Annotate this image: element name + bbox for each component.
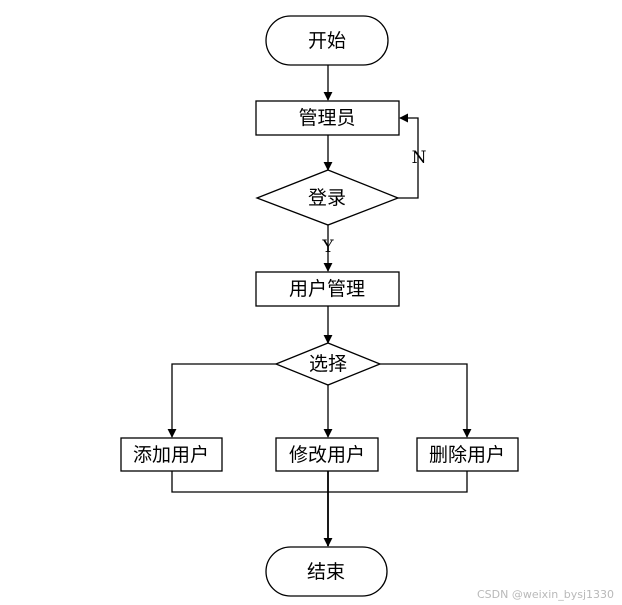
edge-delete-merge (328, 471, 468, 493)
edge-choose-to-add (167, 363, 276, 438)
edit-user-label: 修改用户 (289, 444, 365, 466)
edge-labels: N Y (321, 148, 426, 257)
no-edge-label: N (412, 148, 427, 168)
add-user-box (120, 437, 223, 472)
choose-label: 选择 (309, 353, 347, 375)
admin-box (255, 100, 400, 136)
edge-add-merge (171, 471, 328, 493)
login-label: 登录 (308, 187, 346, 209)
start-terminator (265, 15, 389, 66)
edit-user-box (275, 437, 379, 472)
delete-user-label: 删除用户 (429, 444, 505, 466)
admin-label: 管理员 (298, 107, 355, 129)
start-label: 开始 (308, 30, 346, 52)
user-mgmt-label: 用户管理 (289, 278, 365, 300)
yes-edge-label: Y (321, 237, 334, 257)
delete-user-box (416, 437, 519, 472)
edges (167, 65, 472, 547)
choose-decision (274, 342, 382, 386)
add-user-label: 添加用户 (133, 444, 209, 466)
end-terminator (265, 546, 388, 597)
edge-choose-to-delete (380, 363, 472, 438)
edge-login-no-loop (398, 113, 419, 199)
node-labels: 开始 管理员 登录 用户管理 选择 添加用户 修改用户 删除用户 结束 (133, 30, 505, 583)
end-label: 结束 (307, 561, 345, 583)
nodes (120, 15, 519, 597)
login-decision (255, 169, 400, 226)
user-mgmt-box (255, 271, 400, 307)
watermark: CSDN @weixin_bysj1330 (477, 588, 614, 601)
